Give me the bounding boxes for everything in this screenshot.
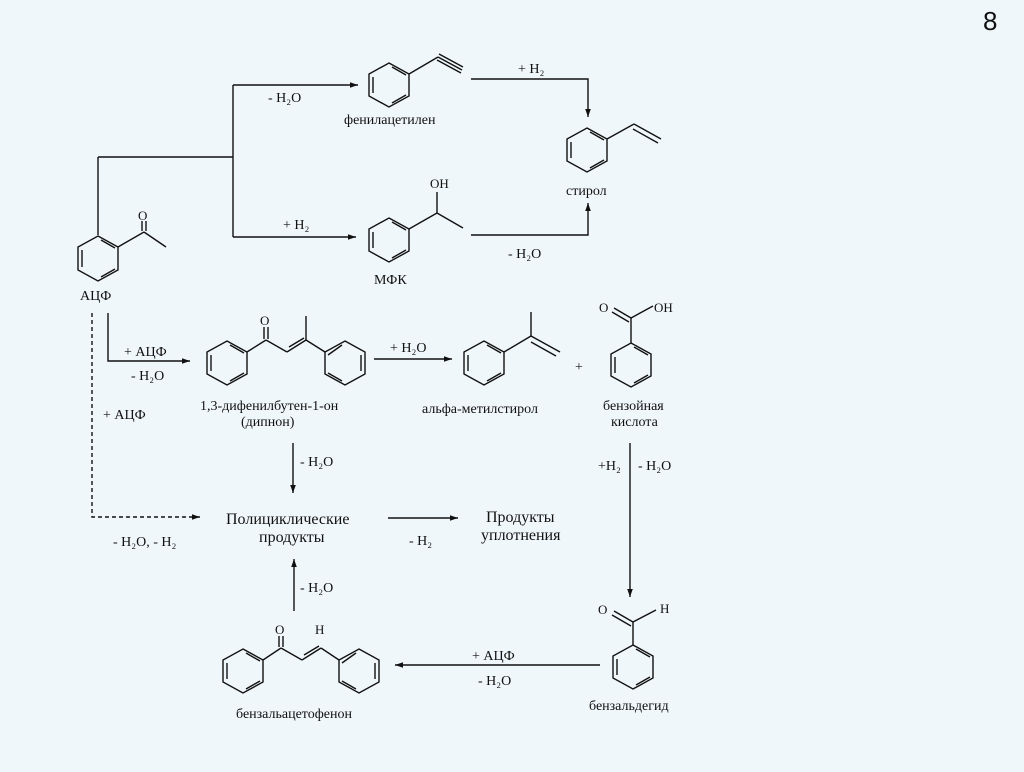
condensation-label-line2: уплотнения <box>481 527 561 544</box>
arrow-to-dypnone <box>107 313 190 364</box>
condition-plus-acf: + АЦФ <box>124 345 167 360</box>
condition-minus-h2o-polycyclic-top: - H₂O <box>300 455 333 470</box>
mpk-label: МФК <box>374 273 407 288</box>
acetophenone-structure: O <box>77 208 167 282</box>
branch-connector <box>97 85 234 237</box>
hydroxyl-group: OH <box>654 300 673 315</box>
condition-plus-acf-dashed: + АЦФ <box>103 408 146 423</box>
benzalacetophenone-structure: O H <box>222 622 380 694</box>
mpk-structure: OH <box>368 176 464 263</box>
polycyclic-label-line2: продукты <box>259 529 325 546</box>
condition-plus-h2-benzaldehyde: +H₂ <box>598 459 621 474</box>
page-number: 8 <box>983 6 997 36</box>
condensation-label-line1: Продукты <box>486 509 555 526</box>
benzaldehyde-structure: O H <box>598 601 669 690</box>
condition-minus-h2o-dypnone: - H₂O <box>131 369 164 384</box>
arrow-to-styrene-top <box>471 78 591 117</box>
condition-plus-h2: + H₂ <box>283 218 310 233</box>
benzoic-acid-structure: O OH <box>599 300 673 388</box>
polycyclic-label-line1: Полициклические <box>226 511 349 528</box>
oxygen-atom: O <box>138 208 147 223</box>
benzene-ring <box>77 221 167 282</box>
condition-plus-h2o: + H₂O <box>390 341 427 356</box>
condition-minus-h2o-bac: - H₂O <box>478 674 511 689</box>
dypnone-structure: O <box>206 313 366 386</box>
condition-minus-h2o-h2: - H₂O, - H₂ <box>113 535 177 550</box>
condition-minus-h2o-polycyclic-bottom: - H₂O <box>300 581 333 596</box>
styrene-structure <box>566 123 662 173</box>
oxygen-atom: O <box>260 313 269 328</box>
alpha-methylstyrene-structure <box>463 312 561 386</box>
plus-sign: + <box>575 360 583 375</box>
condition-minus-h2o: - H₂O <box>268 91 301 106</box>
alpha-methylstyrene-label: альфа-метилстирол <box>422 402 538 417</box>
hydrogen-atom: H <box>660 601 669 616</box>
condition-minus-h2o-benzaldehyde: - H₂O <box>638 459 671 474</box>
benzalacetophenone-label: бензальацетофенон <box>236 707 353 722</box>
benzoic-acid-label-line2: кислота <box>611 415 659 430</box>
acetophenone-label: АЦФ <box>80 289 111 304</box>
condition-plus-h2-styrene: + H₂ <box>518 62 545 77</box>
phenylacetylene-structure <box>368 53 464 108</box>
hydroxyl-group: OH <box>430 176 449 191</box>
oxygen-atom: O <box>599 300 608 315</box>
condition-minus-h2: - H₂ <box>409 534 432 549</box>
hydrogen-atom: H <box>315 622 324 637</box>
benzaldehyde-label: бензальдегид <box>589 699 669 714</box>
condition-plus-acf-bac: + АЦФ <box>472 649 515 664</box>
dashed-arrow-to-polycyclic <box>91 313 200 520</box>
dypnone-label-line1: 1,3-дифенилбутен-1-он <box>200 399 339 414</box>
benzoic-acid-label-line1: бензойная <box>603 399 664 414</box>
arrow-to-styrene-bottom <box>471 203 591 236</box>
dypnone-label-line2: (дипнон) <box>241 415 295 430</box>
oxygen-atom: O <box>598 602 607 617</box>
phenylacetylene-label: фенилацетилен <box>344 113 436 128</box>
styrene-label: стирол <box>566 184 607 199</box>
condition-minus-h2o-styrene: - H₂O <box>508 247 541 262</box>
oxygen-atom: O <box>275 622 284 637</box>
